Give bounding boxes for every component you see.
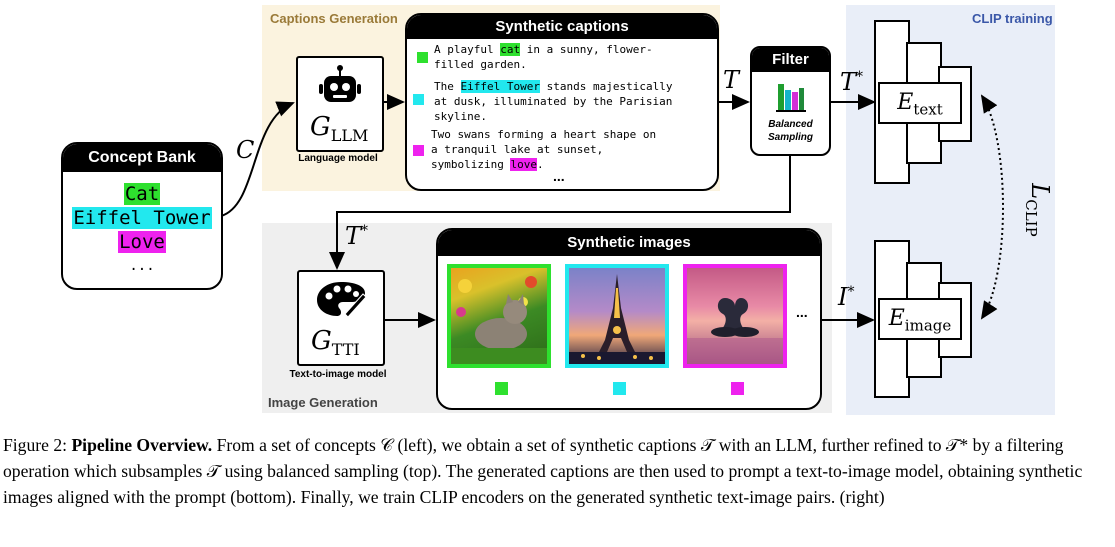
image-marker-green <box>495 382 508 395</box>
figure-caption-text: From a set of concepts 𝒞 (left), we obta… <box>3 435 1083 507</box>
filter-panel: Filter Balanced Sampling <box>750 46 831 156</box>
image-encoder-box: Eimage <box>878 298 962 340</box>
concept-bank-title: Concept Bank <box>63 144 221 172</box>
filtered-captions-label-top: T* <box>840 68 864 96</box>
llm-symbol: GLLM <box>310 112 369 146</box>
concept-item: Love <box>118 231 166 253</box>
caption-marker-cyan <box>413 94 424 105</box>
clip-loss-label: LCLIP <box>1022 183 1054 237</box>
concept-bank-panel: Concept Bank Cat Eiffel Tower Love ... <box>61 142 223 290</box>
concept-list: Cat Eiffel Tower Love ... <box>63 172 221 278</box>
swans-image <box>687 298 783 364</box>
robot-icon <box>319 65 361 102</box>
tti-label: Text-to-image model <box>289 369 387 380</box>
image-encoder-symbol: Eimage <box>888 306 952 335</box>
tti-symbol: GTTI <box>311 326 360 360</box>
palette-icon <box>317 282 367 318</box>
figure-caption: Figure 2: Pipeline Overview. From a set … <box>3 432 1113 510</box>
arrow-filter-to-tti <box>329 154 791 270</box>
filtered-captions-label-bottom: T* <box>345 222 369 250</box>
synthetic-images-title: Synthetic images <box>438 230 820 256</box>
figure-caption-bold: Pipeline Overview. <box>71 435 213 455</box>
flow-arrows <box>220 94 1004 328</box>
captions-generation-title: Captions Generation <box>270 11 398 26</box>
pipeline-diagram: Captions Generation Image Generation CLI… <box>61 5 1055 415</box>
text-encoder-box: Etext <box>878 82 962 124</box>
filter-label: Balanced Sampling <box>767 119 813 143</box>
synthetic-captions-panel: Synthetic captions <box>405 13 719 191</box>
figure-caption-label: Figure 2: <box>3 435 68 455</box>
images-ellipsis: ... <box>796 304 808 320</box>
caption-item: Two swans forming a heart shape on a tra… <box>431 128 657 171</box>
caption-marker-magenta <box>413 145 424 156</box>
images-set-label: I* <box>838 283 855 311</box>
caption-marker-green <box>417 52 428 63</box>
bar-chart-icon <box>776 84 806 112</box>
captions-set-label: T <box>723 66 740 94</box>
caption-item: The Eiffel Tower stands majestically at … <box>434 80 673 123</box>
synthetic-image-swans <box>683 264 787 368</box>
concept-ellipsis: ... <box>129 258 155 274</box>
tti-box: GTTI <box>297 270 385 366</box>
synthetic-image-eiffel <box>565 264 669 368</box>
captions-ellipsis: ... <box>553 168 565 184</box>
synthetic-image-cat <box>447 264 551 368</box>
arrow-concepts-to-llm <box>220 101 295 217</box>
filter-title: Filter <box>752 48 829 72</box>
caption-item: A playful cat in a sunny, flower- filled… <box>434 43 653 71</box>
llm-box: GLLM <box>296 56 384 152</box>
eiffel-tower-image <box>569 274 665 364</box>
concepts-set-label: C <box>236 136 255 164</box>
clip-training-title: CLIP training <box>972 11 1053 26</box>
llm-label: Language model <box>298 153 378 164</box>
image-generation-title: Image Generation <box>268 395 378 410</box>
concept-item: Eiffel Tower <box>72 207 212 229</box>
clip-loss-link <box>980 94 1004 320</box>
image-marker-cyan <box>613 382 626 395</box>
cat-image <box>451 276 547 364</box>
text-encoder-symbol: Etext <box>897 90 943 119</box>
synthetic-captions-title: Synthetic captions <box>407 15 717 39</box>
image-marker-magenta <box>731 382 744 395</box>
concept-item: Cat <box>123 183 161 205</box>
